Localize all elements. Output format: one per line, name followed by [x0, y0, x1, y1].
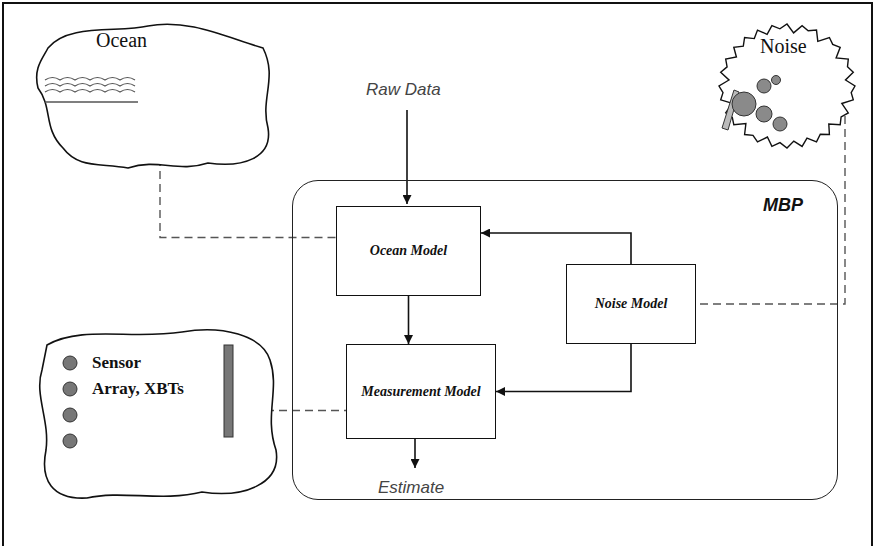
sensor-region-shape [32, 320, 280, 505]
region-label: Ocean [96, 28, 147, 52]
sea-floor-line [45, 101, 138, 102]
dashed-link [266, 410, 346, 411]
wave-line [45, 78, 135, 81]
mbp-group: MBP Ocean ModelNoise ModelMeasurement Mod… [292, 180, 838, 500]
array-bar [224, 345, 233, 437]
flow-arrow [408, 296, 410, 344]
noise-particle [772, 76, 781, 85]
process-box: Ocean Model [336, 206, 481, 296]
noise-particle [732, 92, 756, 116]
region-label: Noise [760, 34, 807, 58]
dashed-link [160, 158, 336, 238]
noise-particle [773, 117, 787, 131]
sensor-outline [40, 330, 277, 498]
sensor-dot [63, 382, 77, 396]
process-box: Noise Model [566, 264, 696, 344]
flow-label: Raw Data [366, 80, 441, 100]
noise-particle [756, 106, 772, 122]
raw-data-arrow [406, 110, 408, 204]
noise-particle [757, 79, 771, 93]
wave-line [45, 84, 135, 87]
box-label: Ocean Model [360, 241, 457, 261]
noise-region: Noise [712, 18, 862, 153]
box-label: Noise Model [585, 294, 678, 314]
flow-arrow [496, 344, 631, 392]
estimate-arrow [414, 438, 416, 468]
sensor-label: Sensor Array, XBTs [92, 350, 187, 402]
process-box: Measurement Model [346, 344, 496, 439]
sensor-dot [63, 408, 77, 422]
flow-label: Estimate [378, 478, 444, 498]
sensor-dot [63, 356, 77, 370]
ocean-outline [37, 24, 270, 168]
noise-outline [719, 24, 855, 148]
sensor-dot [63, 434, 77, 448]
frame-border [3, 3, 872, 546]
sensor-region: Sensor Array, XBTs [32, 320, 280, 505]
ocean-region-shape [28, 18, 278, 173]
wave-line [45, 90, 135, 93]
group-heading: MBP [763, 195, 803, 216]
box-label: Measurement Model [351, 382, 490, 402]
flow-arrow [481, 233, 631, 264]
ocean-region: Ocean [28, 18, 278, 173]
